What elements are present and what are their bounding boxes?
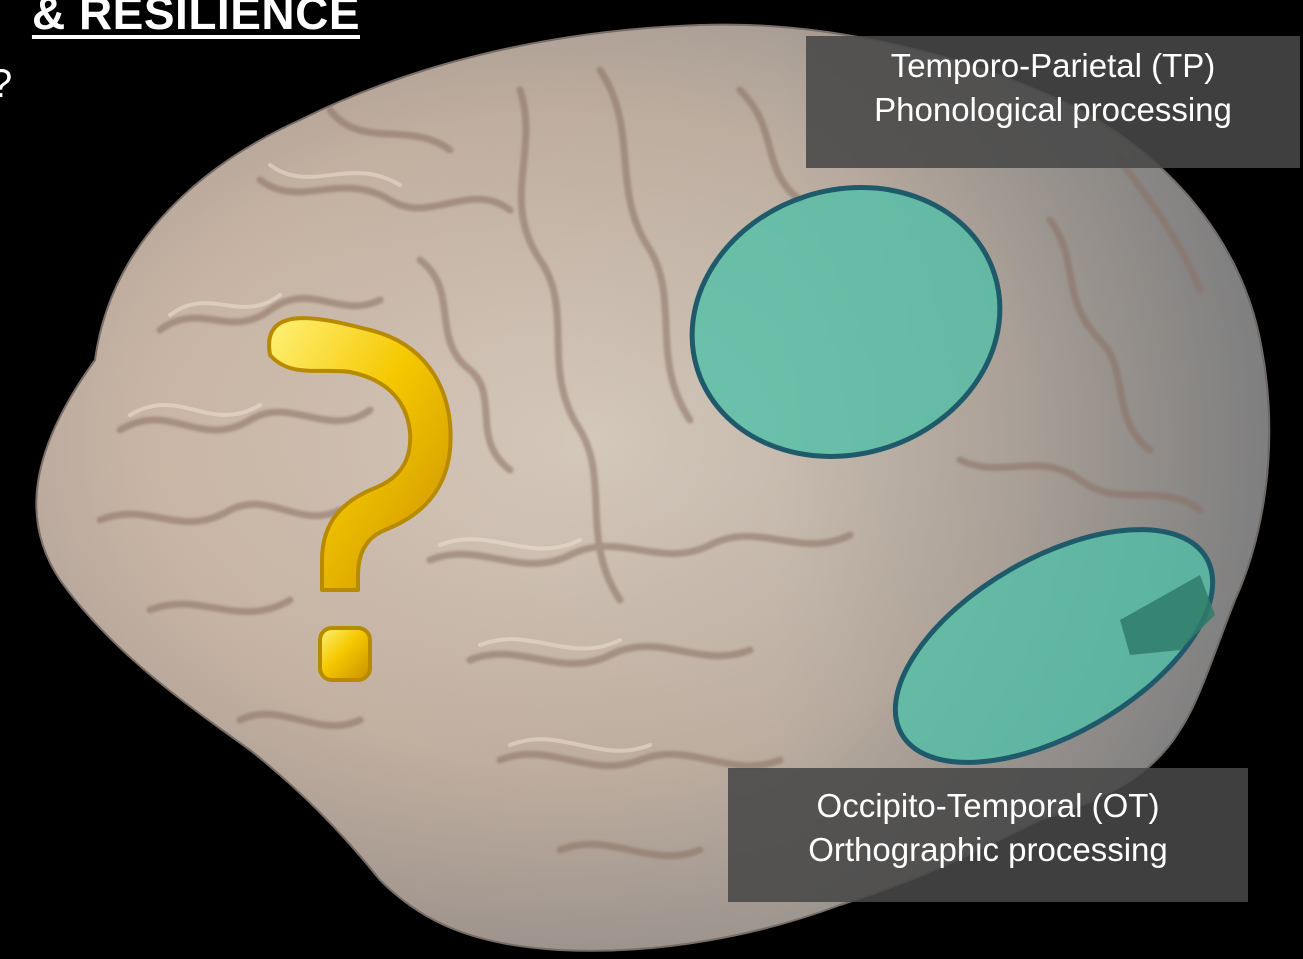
ot-label-line2: Orthographic processing	[728, 828, 1248, 872]
slide-question-fragment: ?	[0, 62, 12, 107]
ot-label-line1: Occipito-Temporal (OT)	[728, 784, 1248, 828]
slide-title-fragment: & RESILIENCE	[32, 0, 360, 40]
ot-label: Occipito-Temporal (OT) Orthographic proc…	[728, 768, 1248, 902]
tp-label-line1: Temporo-Parietal (TP)	[806, 44, 1300, 88]
tp-label: Temporo-Parietal (TP) Phonological proce…	[806, 36, 1300, 168]
tp-label-line2: Phonological processing	[806, 88, 1300, 132]
